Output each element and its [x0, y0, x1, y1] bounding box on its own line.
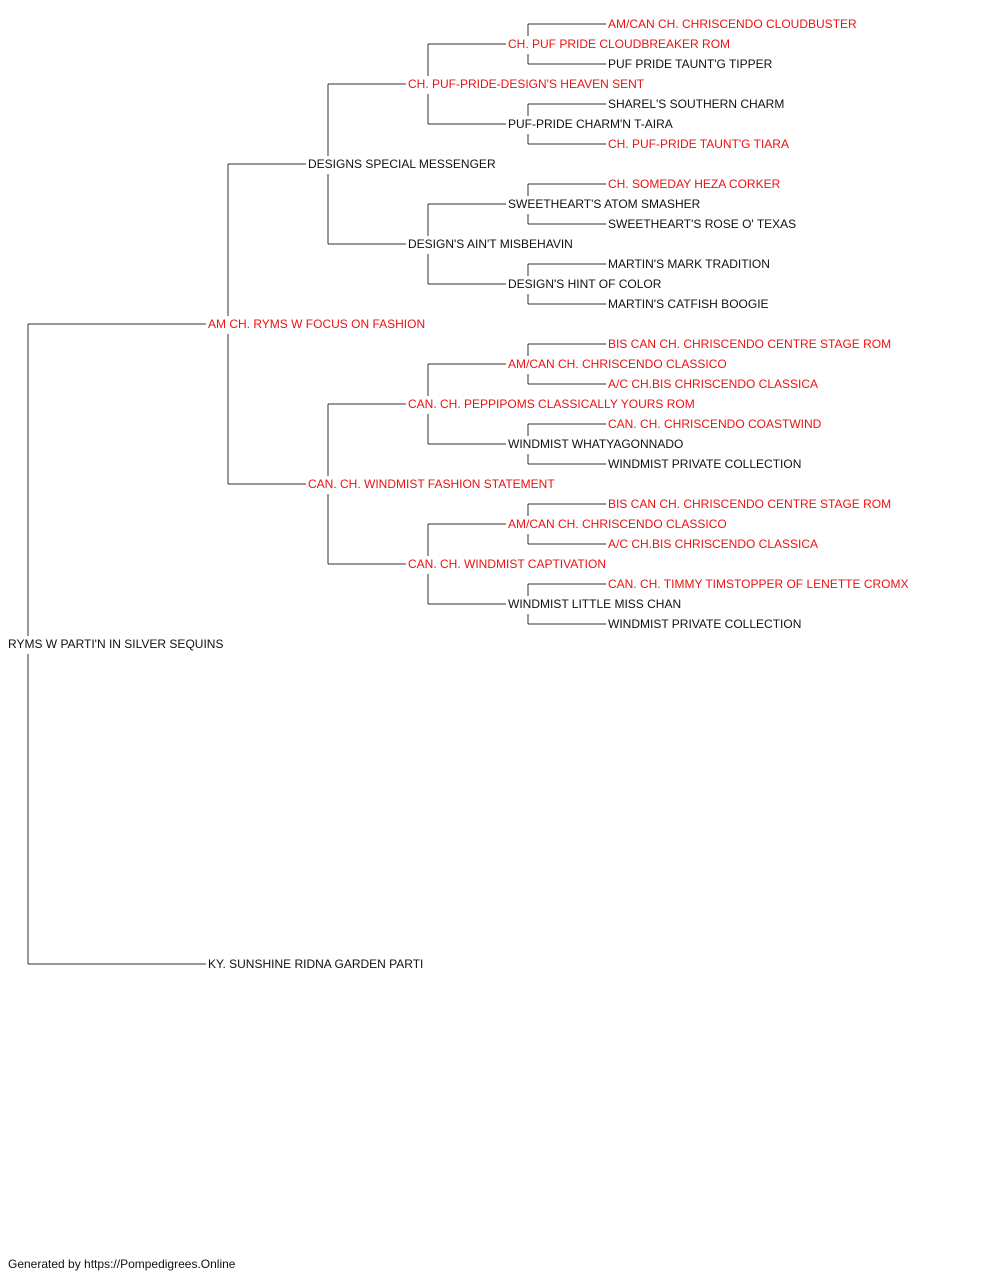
- pedigree-node-gen4: WINDMIST LITTLE MISS CHAN: [508, 597, 683, 611]
- pedigree-node-gen4: SWEETHEART'S ATOM SMASHER: [508, 197, 702, 211]
- pedigree-node-gen4: AM/CAN CH. CHRISCENDO CLASSICO: [508, 517, 728, 531]
- pedigree-node-gen5: SHAREL'S SOUTHERN CHARM: [608, 97, 786, 111]
- pedigree-node-gen5: PUF PRIDE TAUNT'G TIPPER: [608, 57, 774, 71]
- pedigree-node-gen2: DESIGNS SPECIAL MESSENGER: [308, 157, 497, 171]
- pedigree-node-gen5: MARTIN'S CATFISH BOOGIE: [608, 297, 770, 311]
- pedigree-node-gen5: CAN. CH. TIMMY TIMSTOPPER OF LENETTE CRO…: [608, 577, 910, 591]
- pedigree-node-gen3: CH. PUF-PRIDE-DESIGN'S HEAVEN SENT: [408, 77, 646, 91]
- pedigree-node-gen5: BIS CAN CH. CHRISCENDO CENTRE STAGE ROM: [608, 497, 893, 511]
- pedigree-node-gen5: WINDMIST PRIVATE COLLECTION: [608, 617, 803, 631]
- pedigree-node-gen5: MARTIN'S MARK TRADITION: [608, 257, 771, 271]
- generated-by-footer: Generated by https://Pompedigrees.Online: [8, 1257, 236, 1271]
- pedigree-node-gen1: AM CH. RYMS W FOCUS ON FASHION: [208, 317, 427, 331]
- pedigree-node-gen5: CAN. CH. CHRISCENDO COASTWIND: [608, 417, 823, 431]
- pedigree-node-gen5: SWEETHEART'S ROSE O' TEXAS: [608, 217, 798, 231]
- pedigree-node-gen1: KY. SUNSHINE RIDNA GARDEN PARTI: [208, 957, 425, 971]
- pedigree-node-gen5: BIS CAN CH. CHRISCENDO CENTRE STAGE ROM: [608, 337, 893, 351]
- pedigree-node-gen3: CAN. CH. WINDMIST CAPTIVATION: [408, 557, 608, 571]
- pedigree-node-gen3: CAN. CH. PEPPIPOMS CLASSICALLY YOURS ROM: [408, 397, 696, 411]
- pedigree-node-gen4: WINDMIST WHATYAGONNADO: [508, 437, 685, 451]
- pedigree-node-gen5: CH. PUF-PRIDE TAUNT'G TIARA: [608, 137, 790, 151]
- pedigree-node-gen4: DESIGN'S HINT OF COLOR: [508, 277, 663, 291]
- pedigree-node-gen0: RYMS W PARTI'N IN SILVER SEQUINS: [8, 637, 225, 651]
- pedigree-node-gen5: WINDMIST PRIVATE COLLECTION: [608, 457, 803, 471]
- pedigree-node-gen5: CH. SOMEDAY HEZA CORKER: [608, 177, 782, 191]
- pedigree-node-gen4: CH. PUF PRIDE CLOUDBREAKER ROM: [508, 37, 732, 51]
- pedigree-node-gen4: PUF-PRIDE CHARM'N T-AIRA: [508, 117, 674, 131]
- pedigree-node-gen5: A/C CH.BIS CHRISCENDO CLASSICA: [608, 377, 820, 391]
- pedigree-node-gen4: AM/CAN CH. CHRISCENDO CLASSICO: [508, 357, 728, 371]
- pedigree-node-gen2: CAN. CH. WINDMIST FASHION STATEMENT: [308, 477, 556, 491]
- pedigree-node-gen5: A/C CH.BIS CHRISCENDO CLASSICA: [608, 537, 820, 551]
- pedigree-node-gen3: DESIGN'S AIN'T MISBEHAVIN: [408, 237, 574, 251]
- pedigree-node-gen5: AM/CAN CH. CHRISCENDO CLOUDBUSTER: [608, 17, 858, 31]
